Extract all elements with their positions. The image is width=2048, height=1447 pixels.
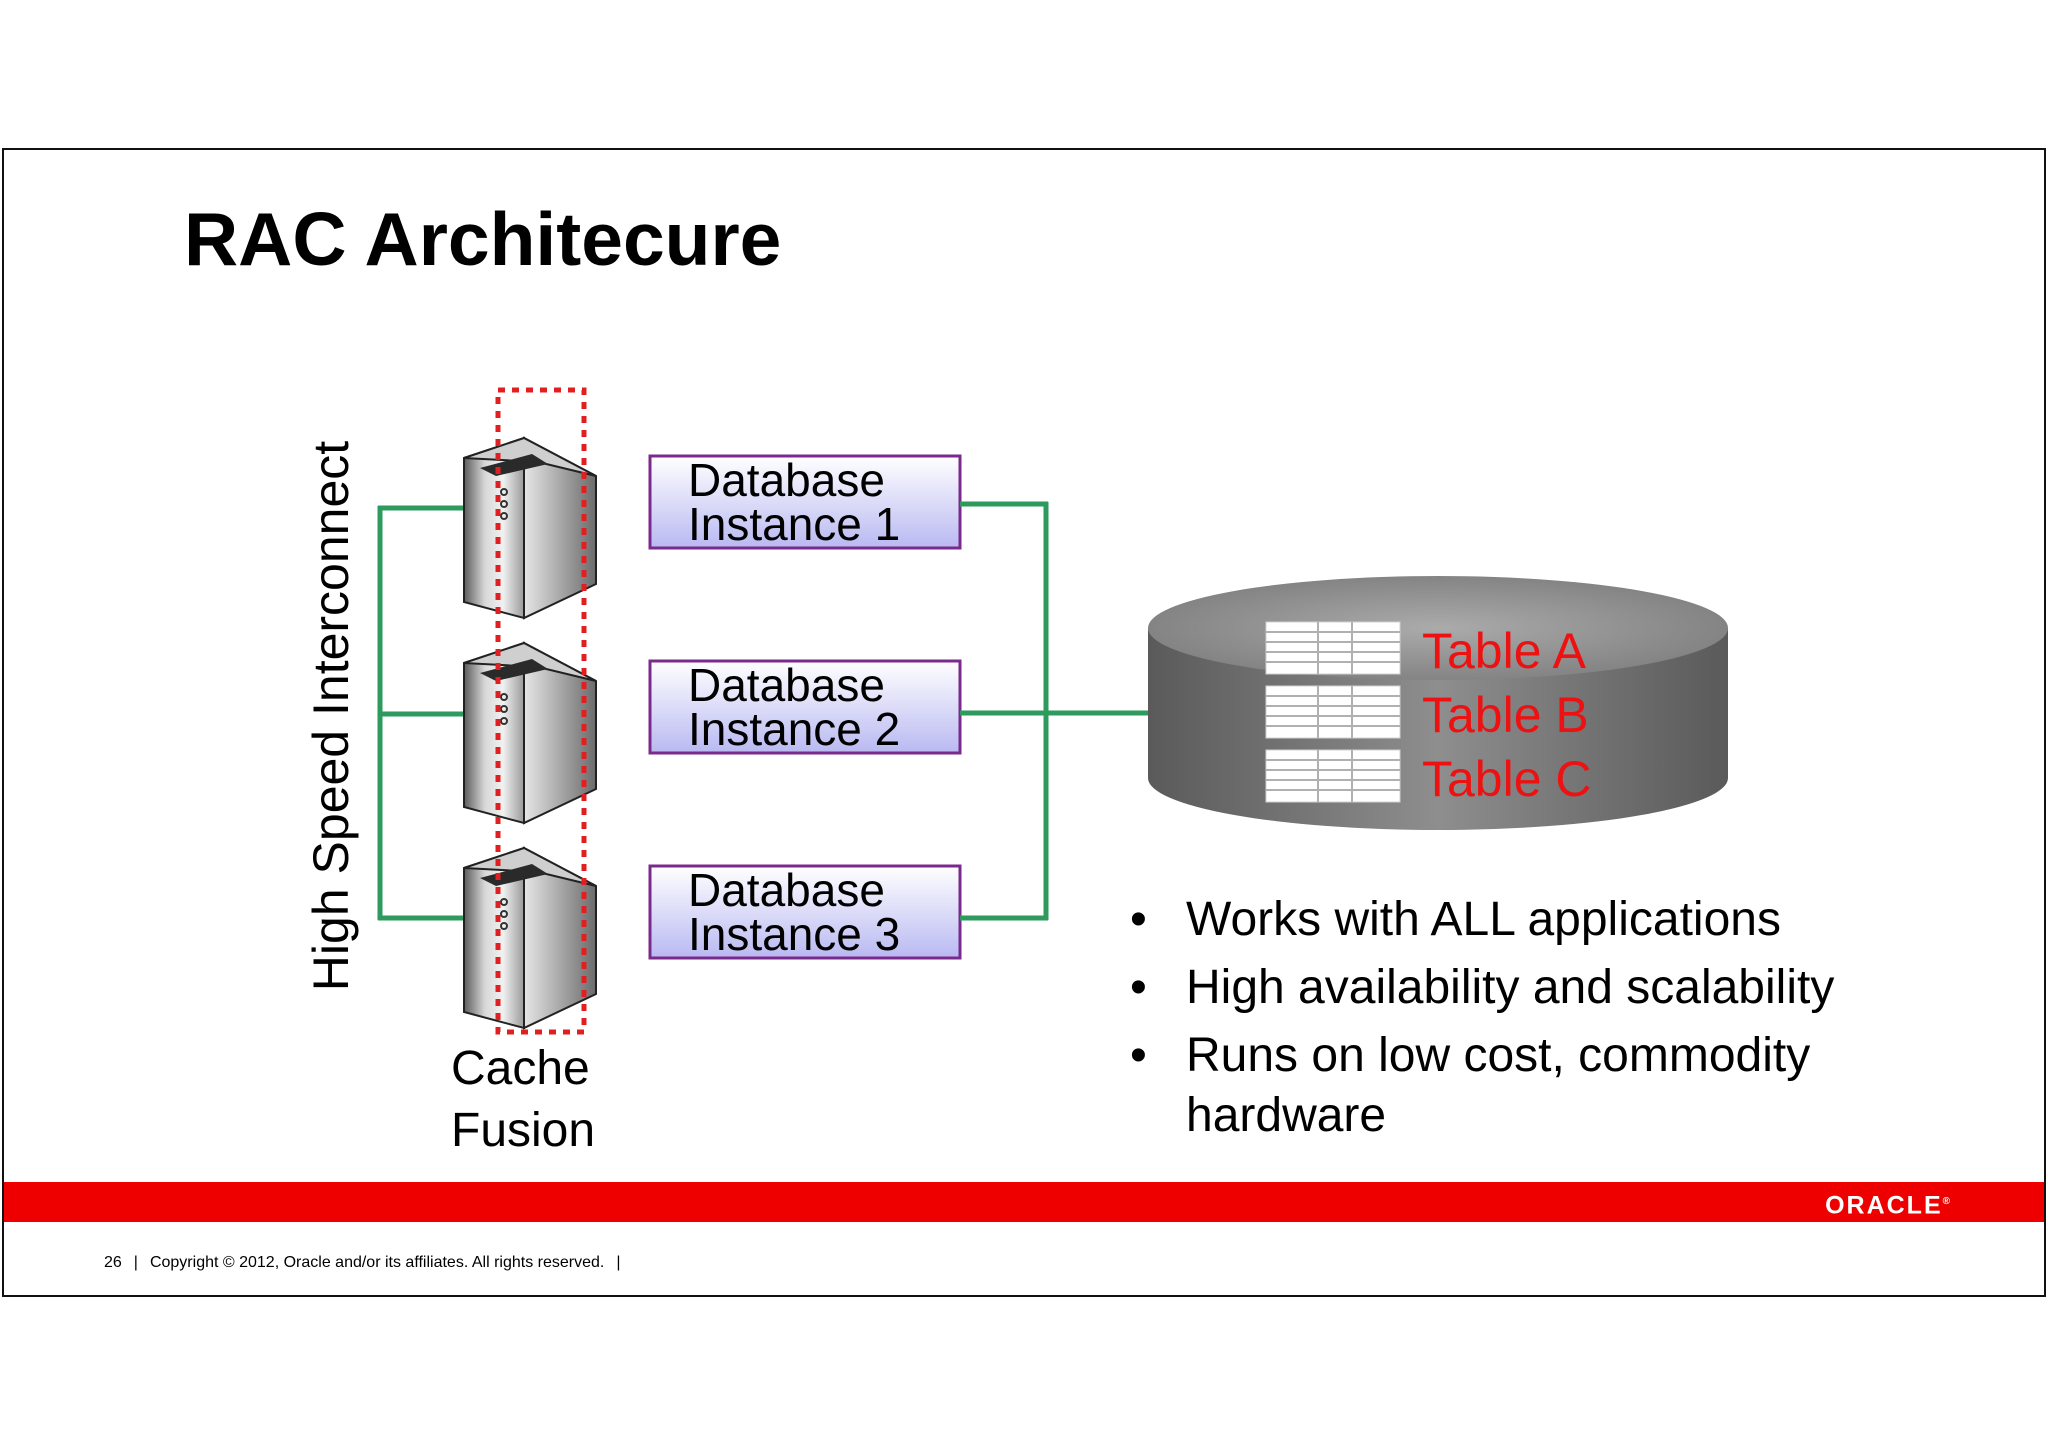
footer-red-bar (4, 1182, 2044, 1222)
table-c-icon (1265, 749, 1401, 803)
instance-2-line-2: Instance 2 (688, 703, 900, 755)
feature-bullets: Works with ALL applications High availab… (1122, 890, 1982, 1154)
oracle-logo: ORACLE® (1825, 1185, 1950, 1222)
storage-connector (960, 501, 1150, 921)
server-node-3 (463, 847, 597, 1029)
interconnect-label: High Speed Interconnect (303, 441, 359, 991)
svg-text:Database Instance 1: Database Instance 1 (688, 454, 900, 550)
bullet-item: Works with ALL applications (1122, 890, 1982, 950)
instance-3-line-1: Database (688, 864, 885, 916)
slide: RAC Architecure (2, 148, 2046, 1297)
server-node-2 (463, 642, 597, 824)
table-a-icon (1265, 621, 1401, 675)
database-instance-3: Database Instance 3 (648, 864, 962, 960)
rac-diagram: High Speed Interconnect Cache Fusion Dat… (303, 387, 1728, 1157)
instance-1-line-2: Instance 1 (688, 498, 900, 550)
instance-2-line-1: Database (688, 659, 885, 711)
slide-title: RAC Architecure (184, 197, 782, 281)
footer-separator: | (616, 1254, 621, 1271)
copyright-text: Copyright © 2012, Oracle and/or its affi… (149, 1254, 605, 1271)
cache-fusion-line-2: Fusion (451, 1104, 595, 1157)
bullet-item: Runs on low cost, commodity hardware (1122, 1026, 1982, 1146)
cache-fusion-line-1: Cache (451, 1042, 590, 1095)
table-a-label: Table A (1422, 623, 1587, 679)
svg-text:Database Instance 2: Database Instance 2 (688, 659, 900, 755)
oracle-registered-mark: ® (1942, 1196, 1950, 1207)
server-node-1 (463, 437, 597, 619)
footer-separator: | (133, 1254, 138, 1271)
interconnect-bus (377, 505, 464, 921)
database-instance-2: Database Instance 2 (648, 659, 962, 755)
cache-fusion-box (495, 387, 587, 1035)
svg-text:Database Instance 3: Database Instance 3 (688, 864, 900, 960)
oracle-logo-text: ORACLE (1825, 1191, 1943, 1220)
table-b-icon (1265, 685, 1401, 739)
database-instance-1: Database Instance 1 (648, 454, 962, 550)
table-b-label: Table B (1422, 687, 1589, 743)
page-number: 26 (104, 1254, 122, 1271)
instance-3-line-2: Instance 3 (688, 908, 900, 960)
cache-fusion-label: Cache Fusion (451, 1042, 603, 1157)
table-c-label: Table C (1422, 751, 1592, 807)
instance-1-line-1: Database (688, 454, 885, 506)
bullet-item: High availability and scalability (1122, 958, 1982, 1018)
slide-footer: 26 | Copyright © 2012, Oracle and/or its a… (104, 1254, 632, 1272)
